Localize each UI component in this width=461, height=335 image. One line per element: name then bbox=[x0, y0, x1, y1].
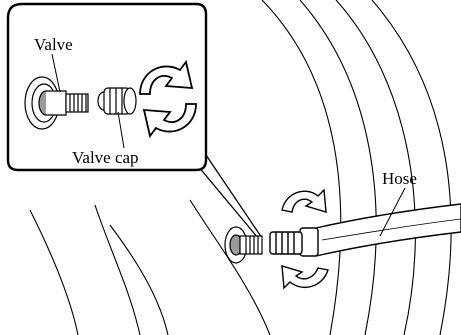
valve-cap-label: Valve cap bbox=[72, 148, 139, 167]
rotate-arrow-top-icon bbox=[281, 188, 327, 213]
valve-label: Valve bbox=[34, 35, 73, 54]
hose-leader bbox=[379, 187, 406, 237]
rotate-arrows-icon bbox=[139, 59, 197, 139]
inset-leaders bbox=[51, 53, 125, 149]
air-hose bbox=[269, 203, 461, 257]
rotate-arrow-bottom-icon bbox=[281, 265, 329, 290]
inset-valve-cap bbox=[97, 87, 137, 115]
tire-outline bbox=[29, 0, 452, 335]
inset-valve-base bbox=[24, 76, 89, 130]
hose-label: Hose bbox=[382, 169, 417, 188]
main-valve-stem bbox=[224, 226, 263, 264]
callout-pointer bbox=[197, 154, 263, 239]
